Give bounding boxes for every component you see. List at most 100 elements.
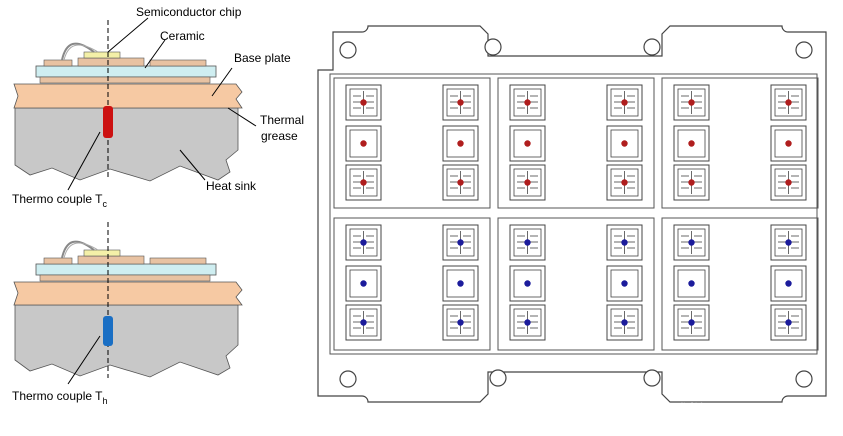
temperature-point (688, 179, 695, 186)
sensor-pad-gate (673, 164, 710, 201)
thermocouple-probe (103, 316, 113, 346)
temperature-point (457, 319, 464, 326)
sensor-pad-gate (606, 164, 643, 201)
copper-pad (43, 257, 73, 265)
sensor-pad-gate (509, 304, 546, 341)
temperature-point (621, 239, 628, 246)
grease-leader (227, 107, 257, 127)
heat-sink (14, 107, 239, 182)
temperature-point (688, 99, 695, 106)
temperature-point (360, 319, 367, 326)
chip-leader (107, 17, 149, 53)
chip-label: Semiconductor chip (136, 5, 242, 19)
sensor-pad-gate (345, 84, 382, 121)
copper-pad (77, 255, 145, 265)
sensor-pad-square (442, 265, 479, 302)
temperature-point (621, 99, 628, 106)
temperature-point (621, 179, 628, 186)
sensor-pad-square (345, 265, 382, 302)
copper-pad (39, 274, 211, 282)
ceramic-substrate (35, 263, 217, 276)
sensor-pad-gate (673, 304, 710, 341)
grease-label: Thermal (260, 113, 304, 127)
bond-wire (61, 240, 95, 259)
mounting-hole (484, 38, 502, 56)
temperature-point (360, 99, 367, 106)
module-outline (317, 25, 827, 403)
copper-pad (149, 59, 207, 67)
sensor-pad-square (673, 125, 710, 162)
temperature-point (688, 140, 695, 147)
base-plate (13, 281, 243, 306)
temperature-point (621, 280, 628, 287)
temperature-point (688, 319, 695, 326)
sensor-pad-gate (442, 84, 479, 121)
temperature-point (457, 179, 464, 186)
base-plate-label: Base plate (234, 51, 291, 65)
thermocouple-probe (103, 106, 113, 138)
bond-wire (63, 242, 99, 259)
ceramic-label: Ceramic (160, 29, 205, 43)
sensor-pad-gate (770, 84, 807, 121)
heat-sink (14, 304, 239, 378)
sensor-pad-square (442, 125, 479, 162)
sensor-pad-square (770, 125, 807, 162)
thermocouple-leader (67, 131, 101, 191)
temperature-point (360, 179, 367, 186)
mounting-hole (489, 369, 507, 387)
copper-pad (149, 257, 207, 265)
thermocouple-label: Thermo couple Th (12, 389, 108, 406)
temperature-point (457, 239, 464, 246)
temperature-point (688, 239, 695, 246)
base-plate (13, 83, 243, 109)
bottom-cross-section: Thermo couple Th (12, 222, 243, 406)
temperature-point (785, 99, 792, 106)
temperature-point (524, 319, 531, 326)
thermocouple-leader (67, 335, 101, 385)
mounting-hole (795, 370, 813, 388)
mounting-hole (795, 41, 813, 59)
top-cross-section: Semiconductor chip Ceramic Base plate Th… (12, 5, 304, 209)
sensor-pad-square (673, 265, 710, 302)
temperature-point (360, 280, 367, 287)
sensor-pad-gate (442, 224, 479, 261)
igbt-cell (661, 217, 819, 351)
bond-wire (61, 42, 95, 61)
sensor-pad-square (509, 125, 546, 162)
temperature-point (621, 140, 628, 147)
heat-sink-label: Heat sink (206, 179, 257, 193)
temperature-point (785, 319, 792, 326)
temperature-point (785, 239, 792, 246)
ceramic-leader (144, 39, 166, 69)
upper-cell-row (333, 77, 819, 209)
mounting-hole (339, 41, 357, 59)
copper-pad (39, 76, 211, 84)
temperature-point (524, 140, 531, 147)
sensor-pad-square (509, 265, 546, 302)
sensor-pad-gate (770, 164, 807, 201)
sensor-pad-gate (509, 84, 546, 121)
semiconductor-chip (83, 249, 121, 257)
sensor-pad-gate (606, 84, 643, 121)
watermark: 掘金技术社区 @ oneyac唯样 (505, 401, 704, 419)
sensor-pad-gate (509, 224, 546, 261)
sensor-pad-gate (770, 304, 807, 341)
temperature-point (524, 280, 531, 287)
grease-label-2: grease (261, 129, 298, 143)
sensor-pad-square (606, 265, 643, 302)
igbt-cell (497, 217, 655, 351)
sensor-pad-square (770, 265, 807, 302)
sensor-pad-gate (606, 304, 643, 341)
temperature-point (360, 140, 367, 147)
sensor-pad-gate (345, 304, 382, 341)
temperature-point (785, 179, 792, 186)
sensor-pad-square (345, 125, 382, 162)
power-module-top-view (317, 25, 827, 403)
temperature-point (621, 319, 628, 326)
mounting-hole (643, 369, 661, 387)
igbt-cell (497, 77, 655, 209)
temperature-point (524, 239, 531, 246)
mounting-hole (339, 370, 357, 388)
lower-cell-row (333, 217, 819, 351)
semiconductor-chip (83, 51, 121, 59)
